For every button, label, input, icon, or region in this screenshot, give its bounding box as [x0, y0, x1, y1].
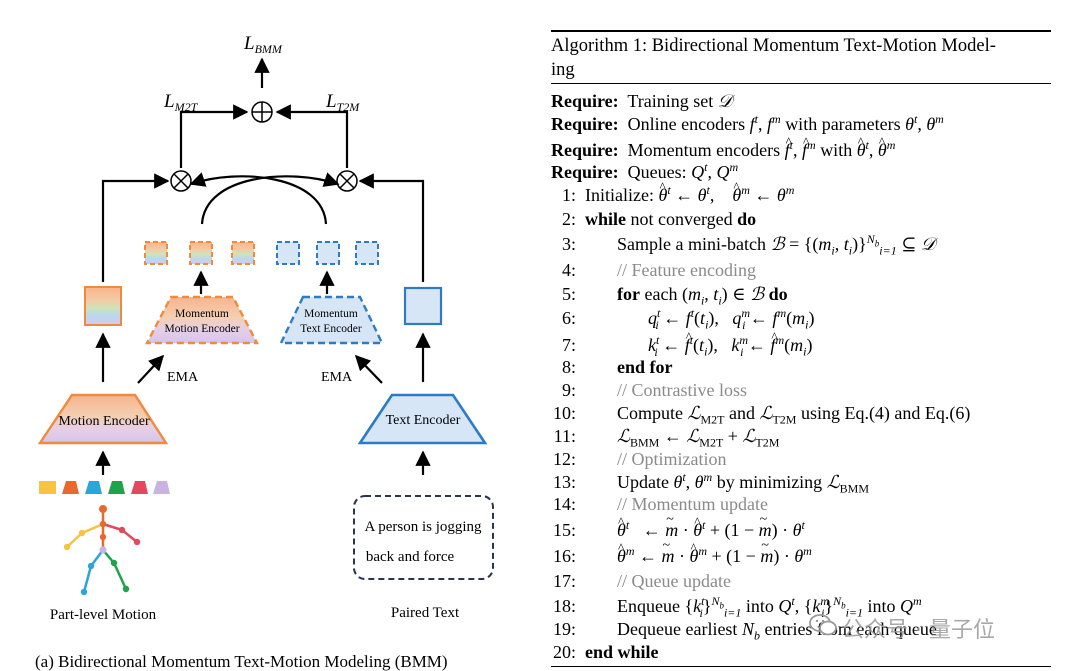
algo-line-19: 19:Dequeue earliest Nb entries from each…: [552, 619, 937, 643]
algo-line-6: 6:qti ← ft(ti), qmi ← fm(mi): [561, 306, 815, 332]
text-encoder: Text Encoder: [357, 393, 488, 445]
algo-line-17: 17:// Queue update: [552, 571, 731, 591]
algo-require-4: Require: Queues: Qt, Qm: [551, 160, 739, 182]
bmm-figure: LBMM LM2T LT2M: [35, 33, 494, 671]
svg-text:LT2M: LT2M: [325, 91, 360, 114]
algo-line-3: 3:Sample a mini-batch ℬ = {(mi, ti)}Nbi=…: [561, 232, 936, 258]
product-node-left: [170, 170, 192, 192]
algo-line-10: 10:Compute ℒM2T and ℒT2M using Eq.(4) an…: [552, 403, 971, 427]
svg-text:A person is jogging: A person is jogging: [364, 519, 482, 535]
svg-text:Text Encoder: Text Encoder: [386, 413, 461, 428]
algo-line-11: 11:ℒBMM ← ℒM2T + ℒT2M: [553, 426, 780, 450]
momentum-motion-encoder: Momentum Motion Encoder: [145, 295, 259, 345]
motion-feature: [84, 286, 122, 326]
algo-require-1: Require: Training set 𝒟: [551, 91, 733, 112]
figure-caption: (a) Bidirectional Momentum Text-Motion M…: [35, 652, 448, 671]
algo-line-14: 14:// Momentum update: [552, 494, 768, 514]
svg-text:Text Encoder: Text Encoder: [300, 323, 362, 335]
motion-queue: [144, 241, 255, 265]
algorithm-block: Algorithm 1: Bidirectional Momentum Text…: [551, 30, 1051, 671]
algo-line-12: 12:// Optimization: [552, 449, 727, 469]
svg-text:Motion Encoder: Motion Encoder: [58, 414, 150, 429]
ema-right-label: EMA: [321, 370, 353, 385]
algo-line-20: 20:end while: [552, 642, 659, 662]
paired-text-box: A person is jogging back and force: [353, 495, 494, 580]
text-queue: [276, 241, 379, 265]
algo-line-15: 15:θt ← m · θt + (1 − m) · θt: [551, 508, 1080, 542]
algorithm-title: Algorithm 1: Bidirectional Momentum Text…: [551, 36, 996, 80]
algo-require-2: Require: Online encoders ft, fm with par…: [551, 112, 944, 134]
algo-line-9: 9:// Contrastive loss: [561, 380, 747, 400]
algo-line-1: 1:Initialize: θt ← θt, θm ← θm: [551, 175, 1080, 207]
momentum-text-encoder: Momentum Text Encoder: [279, 295, 384, 345]
ema-left-label: EMA: [167, 370, 199, 385]
algo-line-8: 8:end for: [561, 357, 673, 377]
skeleton-icon: [63, 505, 141, 596]
text-feature: [403, 286, 443, 326]
loss-bmm-label: LBMM: [243, 33, 283, 56]
svg-text:Momentum: Momentum: [304, 308, 358, 320]
motion-encoder: Motion Encoder: [37, 393, 169, 445]
svg-text:LBMM: LBMM: [243, 33, 283, 56]
loss-m2t-label: LM2T: [163, 91, 199, 114]
algo-require-3: Require: Momentum encoders ft, fm with θ…: [551, 130, 1080, 162]
svg-text:Momentum: Momentum: [175, 308, 229, 320]
loss-t2m-label: LT2M: [325, 91, 360, 114]
top-rule: [551, 30, 1051, 32]
algo-line-7: 7:kti ← ft(ti), kmi ← fm(mi): [551, 325, 1080, 358]
wechat-logo-icon: [809, 614, 837, 636]
part-level-motion-label: Part-level Motion: [50, 607, 157, 623]
algo-line-4: 4:// Feature encoding: [561, 260, 756, 280]
algo-line-5: 5:for each (mi, ti) ∈ ℬ do: [561, 284, 788, 308]
algo-line-13: 13:Update θt, θm by minimizing ℒBMM: [552, 470, 869, 496]
title-rule: [551, 83, 1051, 84]
svg-text:back and force: back and force: [366, 549, 455, 565]
bottom-rule: [551, 666, 1051, 667]
product-node-right: [336, 170, 358, 192]
svg-text:LM2T: LM2T: [163, 91, 199, 114]
svg-text:Motion Encoder: Motion Encoder: [164, 323, 239, 335]
watermark-text: 公众号 · 量子位: [842, 618, 995, 643]
part-tokens: [39, 481, 170, 494]
algo-line-16: 16:θm ← m · θm + (1 − m) · θm: [551, 534, 1080, 568]
algo-line-2: 2:while not converged do: [561, 209, 757, 229]
algo-line-18: 18:Enqueue {kti}Nbi=1 into Qt, {kmi}Nbi=…: [552, 594, 922, 620]
paired-text-label: Paired Text: [391, 605, 460, 621]
